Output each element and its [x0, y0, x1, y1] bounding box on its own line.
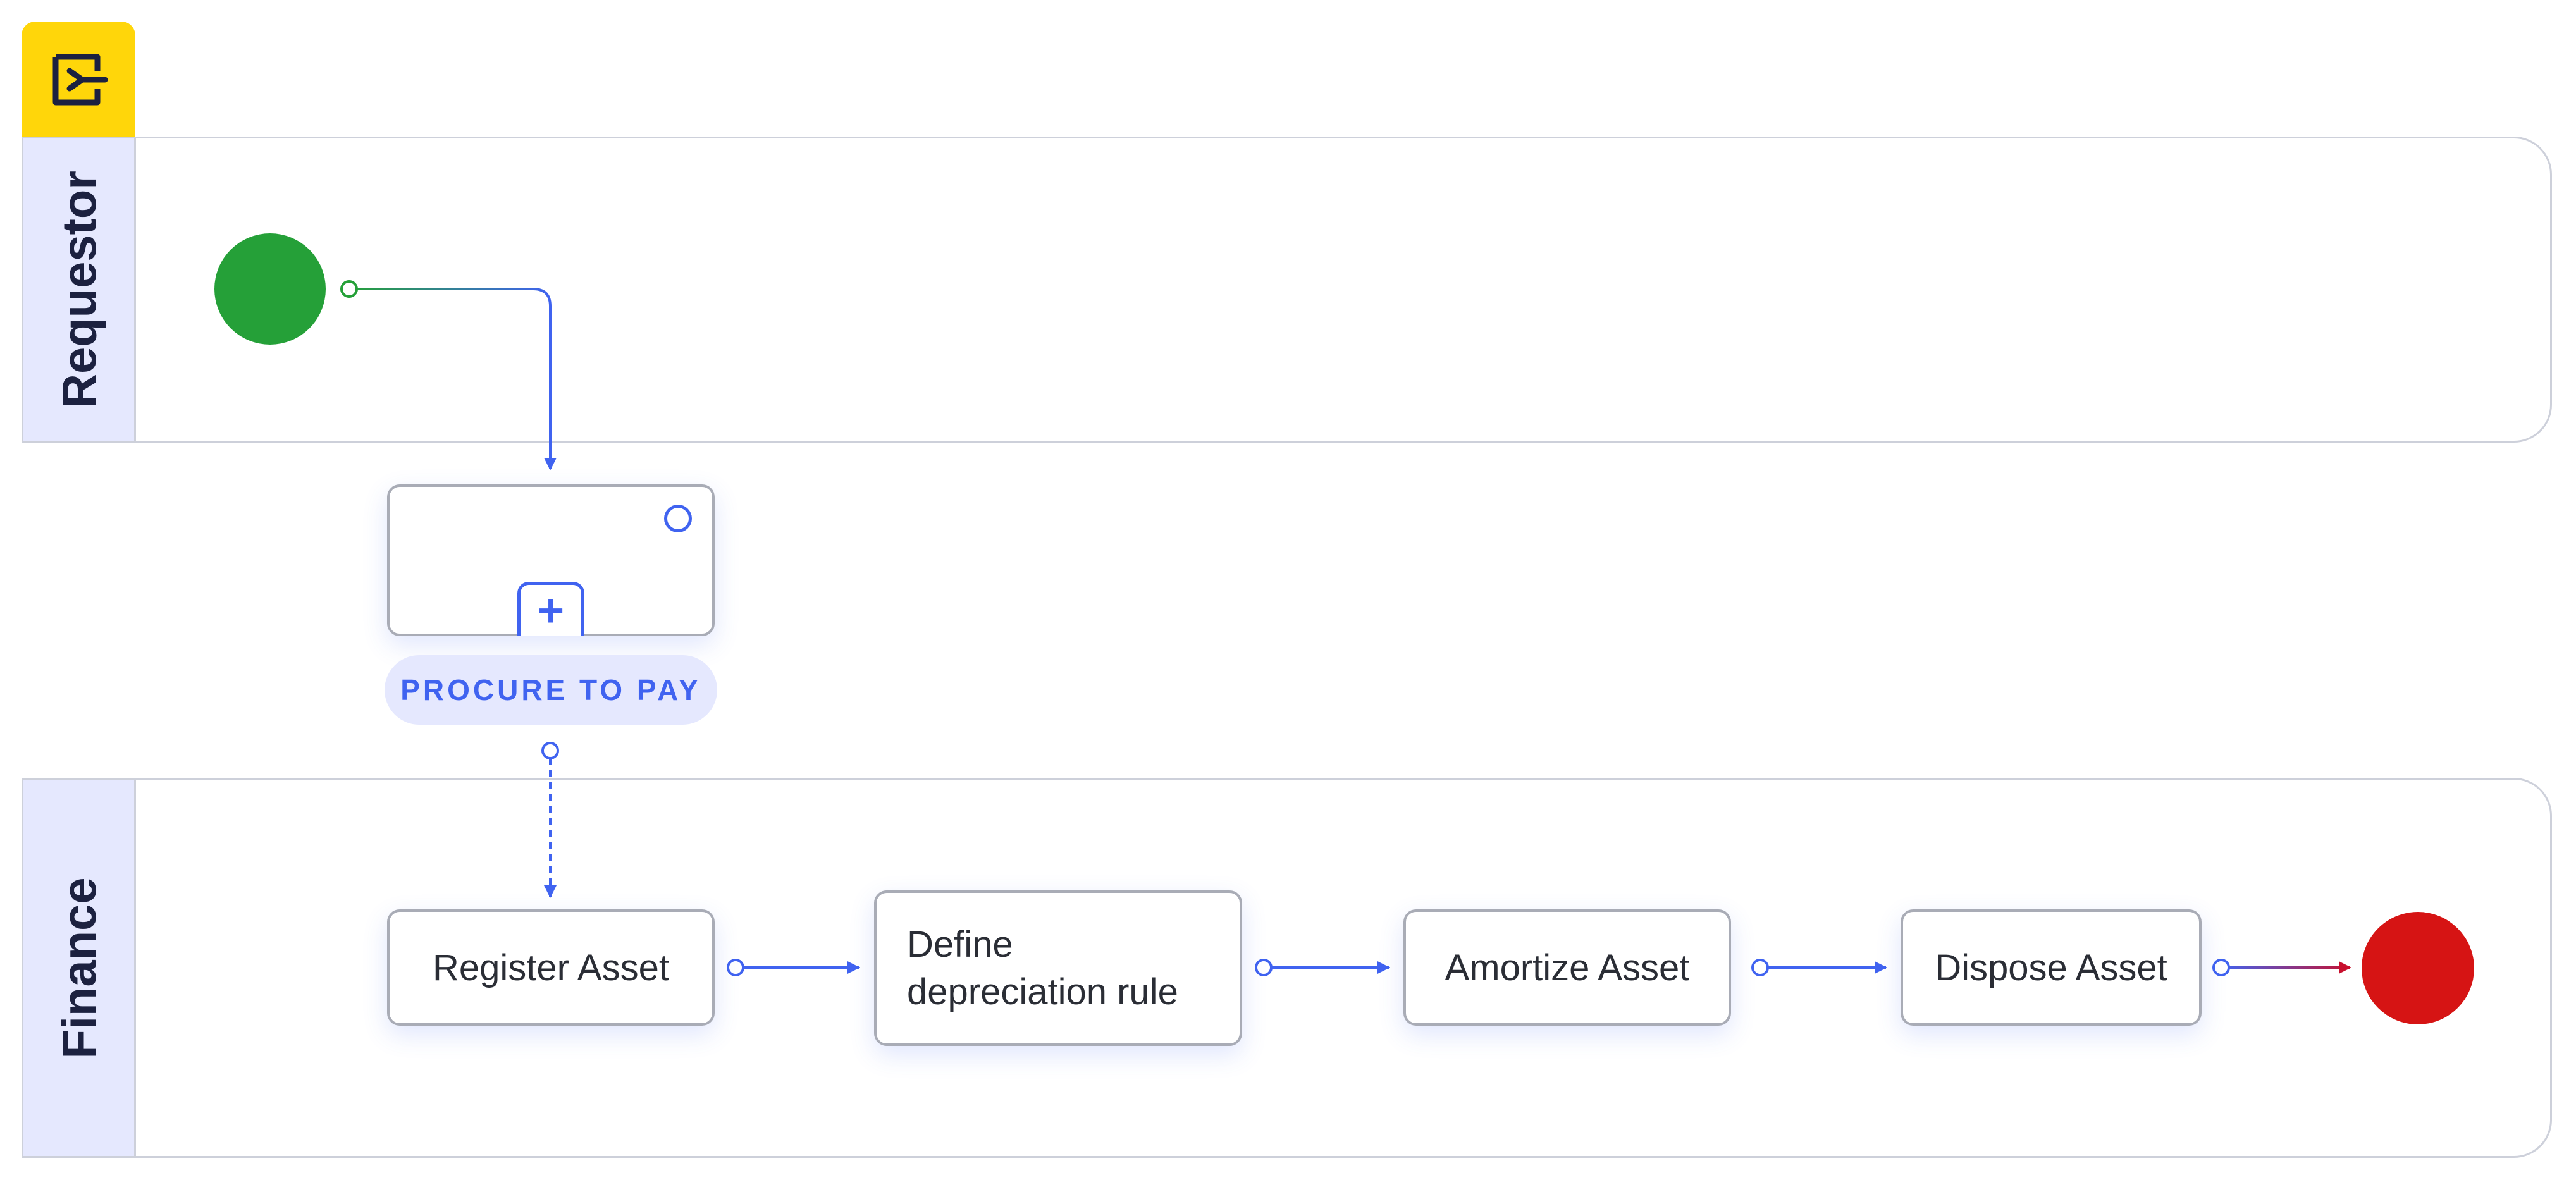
edge-register-to-define: [727, 959, 860, 976]
task-label: Define depreciation rule: [907, 921, 1178, 1016]
lane-requestor: Requestor: [22, 137, 2552, 443]
task-label-line-2: depreciation rule: [907, 971, 1178, 1012]
task-amortize-asset[interactable]: Amortize Asset: [1403, 909, 1731, 1026]
task-label: Amortize Asset: [1445, 947, 1690, 988]
logo: [22, 22, 135, 138]
task-label-line-1: Define: [907, 923, 1013, 965]
task-register-asset[interactable]: Register Asset: [387, 909, 715, 1026]
task-label: Dispose Asset: [1935, 947, 2167, 988]
task-label: Register Asset: [433, 947, 669, 988]
start-event-icon[interactable]: [214, 233, 326, 345]
end-event-icon[interactable]: [2362, 912, 2474, 1024]
logo-icon: [52, 54, 108, 106]
circle-icon: [664, 505, 692, 532]
task-define-depreciation-rule[interactable]: Define depreciation rule: [874, 890, 1242, 1046]
edge-start-to-subprocess: [340, 280, 557, 470]
edge-subprocess-to-register: [541, 742, 559, 898]
edge-define-to-amortize: [1255, 959, 1390, 976]
subprocess-label: PROCURE TO PAY: [385, 655, 717, 725]
edge-amortize-to-dispose: [1751, 959, 1887, 976]
edge-dispose-to-end: [2212, 959, 2351, 976]
task-dispose-asset[interactable]: Dispose Asset: [1901, 909, 2202, 1026]
subprocess-procure-to-pay[interactable]: +: [387, 484, 715, 636]
lane-header-requestor: Requestor: [23, 138, 136, 441]
lane-header-finance: Finance: [23, 780, 136, 1156]
plus-icon[interactable]: +: [517, 582, 584, 636]
